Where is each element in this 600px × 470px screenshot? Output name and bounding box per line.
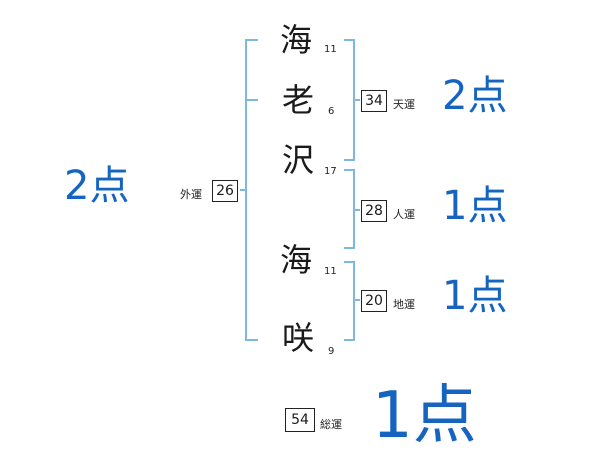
- gaikaku-score: 2点: [64, 163, 130, 209]
- stroke-count-3: 17: [324, 166, 337, 177]
- name-char-2: 老: [282, 81, 315, 119]
- heaven-bracket: [344, 39, 355, 161]
- name-char-3: 沢: [282, 141, 315, 179]
- stroke-count-2: 6: [328, 106, 335, 117]
- stroke-count-4: 11: [324, 266, 337, 277]
- tenkaku-score: 2点: [442, 73, 508, 119]
- jinkaku-value-box: 28: [361, 200, 387, 222]
- soukaku-label: 総運: [320, 418, 342, 431]
- gaikaku-value-box: 26: [212, 180, 238, 202]
- soukaku-value-box: 54: [285, 408, 315, 432]
- jinkaku-score: 1点: [442, 183, 508, 229]
- soukaku-score: 1点: [372, 379, 477, 453]
- name-char-5: 咲: [282, 319, 315, 357]
- gaikaku-label: 外運: [180, 188, 202, 201]
- outer-bracket: [245, 39, 258, 341]
- chikaku-score: 1点: [442, 273, 508, 319]
- tenkaku-value-box: 34: [361, 90, 387, 112]
- stroke-count-1: 11: [324, 44, 337, 55]
- chikaku-label: 地運: [393, 298, 415, 311]
- earth-bracket: [344, 261, 355, 341]
- tenkaku-label: 天運: [393, 98, 415, 111]
- jinkaku-label: 人運: [393, 208, 415, 221]
- chikaku-value-box: 20: [361, 290, 387, 312]
- person-bracket: [344, 169, 355, 249]
- name-char-4: 海: [280, 241, 313, 279]
- stroke-count-5: 9: [328, 346, 335, 357]
- name-char-1: 海: [280, 21, 313, 59]
